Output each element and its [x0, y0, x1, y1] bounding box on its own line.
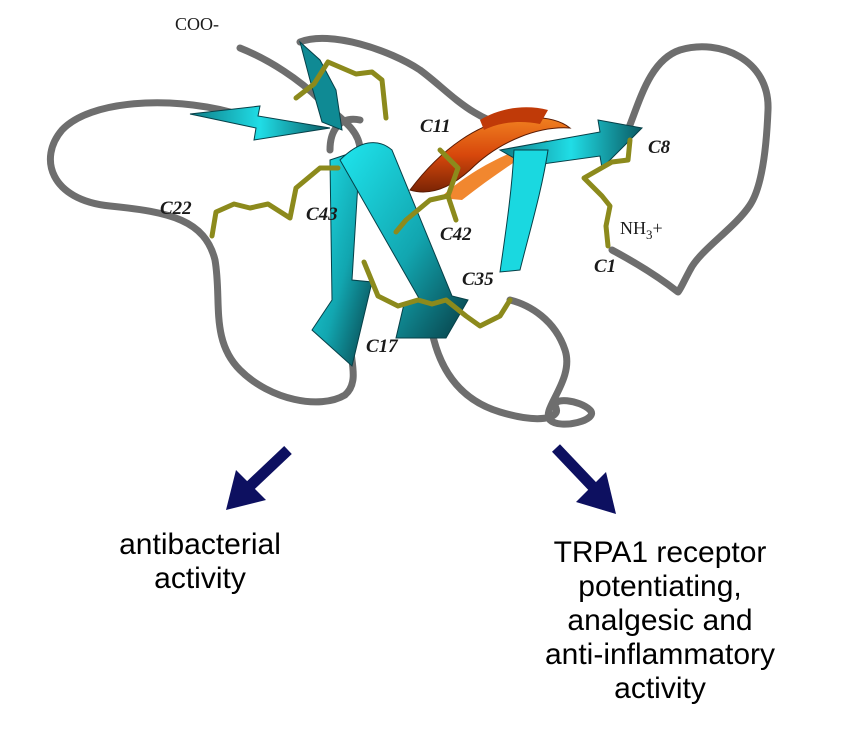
arrow-left-icon — [226, 446, 292, 510]
caption-line: anti-inflammatory — [544, 638, 776, 671]
residue-label-c11: C11 — [420, 116, 451, 137]
coil-backbone — [46, 35, 772, 428]
arrow-right-icon — [552, 444, 616, 514]
disulfide-bonds — [209, 59, 633, 329]
trpa1-activity-caption: TRPA1 receptor potentiating, analgesic a… — [480, 536, 840, 706]
residue-label-c43: C43 — [306, 204, 338, 225]
beta-strands — [189, 40, 644, 367]
residue-label-c17: C17 — [366, 336, 399, 357]
residue-label-c1: C1 — [594, 256, 616, 277]
n-terminus-label: NH3+ — [620, 218, 663, 242]
residue-label-c8: C8 — [648, 137, 671, 158]
caption-line: antibacterial — [119, 528, 281, 561]
residue-label-c22: C22 — [160, 198, 192, 219]
caption-line: analgesic and — [567, 604, 753, 637]
caption-line: TRPA1 receptor — [553, 536, 767, 569]
c-terminus-label: COO- — [175, 14, 219, 34]
residue-label-c42: C42 — [440, 224, 472, 245]
caption-line: activity — [154, 562, 246, 595]
caption-line: activity — [614, 672, 706, 705]
caption-line: potentiating, — [578, 570, 742, 603]
residue-label-c35: C35 — [462, 269, 494, 290]
antibacterial-activity-caption: antibacterial activity — [60, 528, 340, 596]
